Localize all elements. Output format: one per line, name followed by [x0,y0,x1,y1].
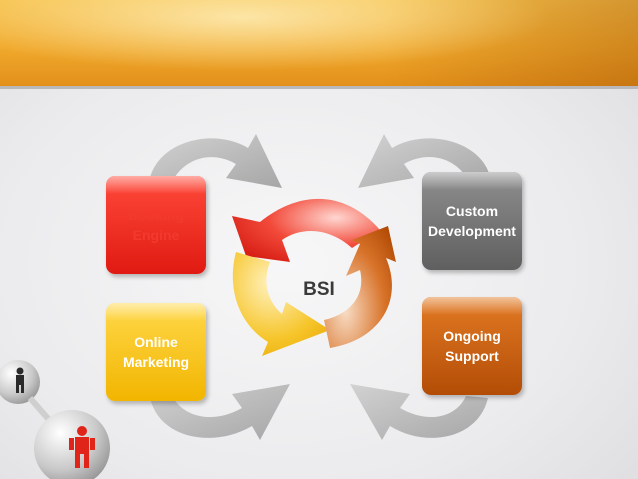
curved-arrow-bottom-left [150,384,290,440]
curved-arrow-bottom-right [350,384,488,440]
ongoing-support-box: Ongoing Support [422,297,522,395]
center-label: BSI [303,279,335,300]
sphere-large [34,410,110,479]
custom-development-label: Custom Development [428,203,516,239]
booking-engine-box: Booking Engine [106,176,206,274]
sphere-small [0,360,40,404]
booking-engine-label: Booking Engine [128,207,184,243]
curved-arrow-top-left [150,134,282,188]
cycle-arrow-orange [324,226,396,348]
online-marketing-box: Online Marketing [106,303,206,401]
cycle-arrow-yellow [232,252,330,356]
custom-development-box: Custom Development [422,172,522,270]
header-divider [0,86,638,89]
ongoing-support-label: Ongoing Support [443,328,501,364]
cycle-arrow-red [232,198,380,262]
curved-arrow-top-right [358,134,490,188]
online-marketing-label: Online Marketing [122,334,190,370]
header-bar [0,0,638,86]
